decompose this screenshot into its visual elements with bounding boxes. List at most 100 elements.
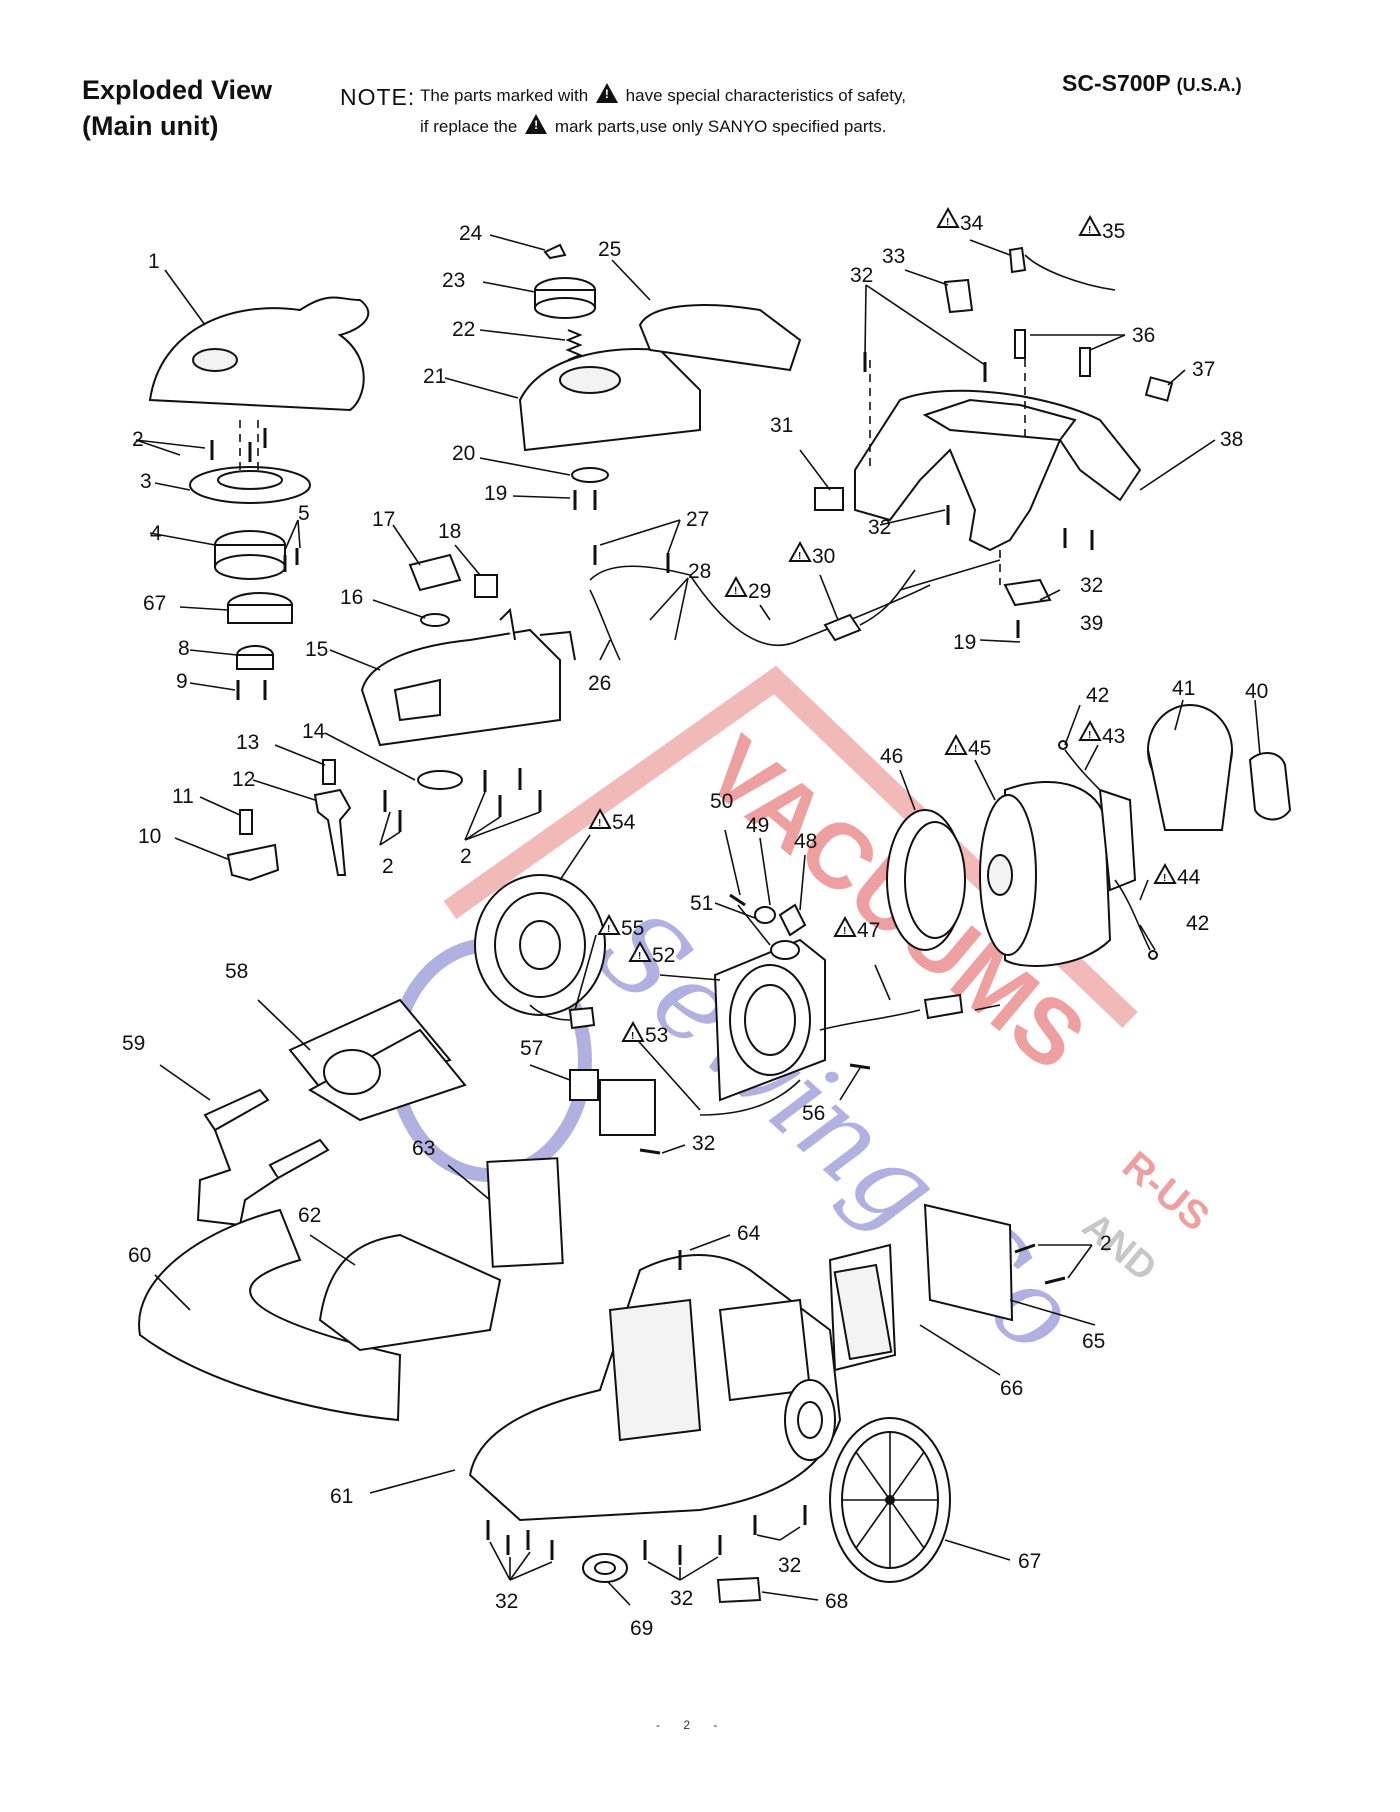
part-label: 21 (423, 365, 446, 388)
part-label: 65 (1082, 1330, 1105, 1353)
part-label: 8 (178, 637, 190, 660)
part-label: 18 (438, 520, 461, 543)
part-label: 28 (688, 560, 711, 583)
part-label: 51 (690, 892, 713, 915)
note-text-1a: The parts marked with (420, 86, 589, 105)
part-label: 56 (802, 1102, 825, 1125)
part-label: 36 (1132, 324, 1155, 347)
watermark-suffix: R-US (1114, 1143, 1217, 1240)
part-label: 26 (588, 672, 611, 695)
part-label: 49 (746, 814, 769, 837)
model-number: SC-S700P (U.S.A.) (1062, 70, 1242, 97)
part-label: 4 (150, 522, 162, 545)
page-title: Exploded View (Main unit) (82, 72, 272, 144)
part-number-labels: 1 2 3 4 5 67 8 9 10 11 12 13 14 2 2 15 1… (122, 212, 1268, 1640)
part-label: 35 (1102, 220, 1125, 243)
part-label: 5 (298, 502, 310, 525)
part-cover-top (148, 269, 370, 412)
model-region: (U.S.A.) (1176, 75, 1242, 95)
part-label: 22 (452, 318, 475, 341)
part-switch-assembly (408, 553, 498, 598)
part-label: 57 (520, 1037, 543, 1060)
warning-triangle-icon (525, 114, 548, 134)
part-label: 67 (1018, 1550, 1041, 1573)
title-line-1: Exploded View (82, 75, 273, 105)
part-label: 50 (710, 790, 733, 813)
part-label: 32 (850, 264, 873, 287)
part-label: 63 (412, 1137, 435, 1160)
part-motor-frame (569, 893, 1001, 1155)
leader-lines (135, 234, 1261, 1606)
note-text-1b: have special characteristics of safety, (625, 86, 906, 105)
part-label: 53 (645, 1024, 668, 1047)
part-label: 59 (122, 1032, 145, 1055)
note-text-2a: if replace the (420, 117, 518, 136)
part-label: 46 (880, 745, 903, 768)
part-label: 48 (794, 830, 817, 853)
part-label: 16 (340, 586, 363, 609)
part-label: 47 (857, 919, 880, 942)
part-main-housing (814, 246, 1174, 638)
part-label: 34 (960, 212, 984, 235)
part-label: 62 (298, 1204, 321, 1227)
part-upper-housing (360, 607, 576, 832)
part-label: 9 (176, 670, 188, 693)
part-label: 42 (1186, 912, 1209, 935)
part-label: 32 (778, 1554, 801, 1577)
model-code: SC-S700P (1062, 70, 1171, 96)
part-label: 42 (1086, 684, 1109, 707)
part-label: 54 (612, 811, 636, 834)
part-label: 33 (882, 245, 905, 268)
part-label: 40 (1245, 680, 1268, 703)
part-label: 43 (1102, 725, 1125, 748)
part-label: 44 (1177, 866, 1201, 889)
part-label: 2 (1100, 1232, 1112, 1255)
part-label: 11 (172, 785, 194, 808)
part-label: 19 (484, 482, 507, 505)
part-front-panel (138, 1157, 564, 1422)
part-label: 55 (621, 917, 644, 940)
part-bag-holder (196, 1088, 330, 1227)
part-dust-bag (288, 998, 467, 1122)
part-label: 64 (737, 1222, 761, 1245)
part-power-cord (589, 545, 931, 661)
part-label: 52 (652, 944, 675, 967)
part-label: 41 (1172, 677, 1195, 700)
part-label: 32 (692, 1132, 715, 1155)
part-pedal-assembly (226, 759, 352, 882)
part-label: 12 (232, 768, 255, 791)
part-label: 69 (630, 1617, 653, 1640)
part-label: 39 (1080, 612, 1103, 635)
note-text-2b: mark parts,use only SANYO specified part… (554, 117, 887, 136)
part-label: 17 (372, 508, 395, 531)
part-label: 20 (452, 442, 475, 465)
part-label: 19 (953, 631, 976, 654)
part-exhaust-filter (828, 1203, 1066, 1372)
part-label: 2 (132, 428, 144, 451)
part-label: 10 (138, 825, 161, 848)
part-label: 15 (305, 638, 328, 661)
part-label: 37 (1192, 358, 1215, 381)
part-label: 27 (686, 508, 709, 531)
part-label: 32 (1080, 574, 1103, 597)
part-label: 3 (140, 470, 152, 493)
part-label: 38 (1220, 428, 1243, 451)
part-label: 1 (148, 250, 160, 273)
part-label: 2 (382, 855, 394, 878)
part-label: 25 (598, 238, 621, 261)
part-label: 32 (670, 1587, 693, 1610)
part-base-body (468, 1250, 842, 1565)
part-label: 58 (225, 960, 248, 983)
part-label: 32 (495, 1590, 518, 1613)
part-label: 31 (770, 414, 793, 437)
part-label: 60 (128, 1244, 151, 1267)
part-label-and-caster (582, 1553, 762, 1604)
part-label: 45 (968, 737, 991, 760)
part-label: 32 (868, 516, 891, 539)
part-label: 61 (330, 1485, 353, 1508)
safety-note: The parts marked with have special chara… (420, 80, 906, 142)
page-number: - 2 - (656, 1718, 728, 1732)
part-label: 67 (143, 592, 166, 615)
part-label: 24 (459, 222, 483, 245)
